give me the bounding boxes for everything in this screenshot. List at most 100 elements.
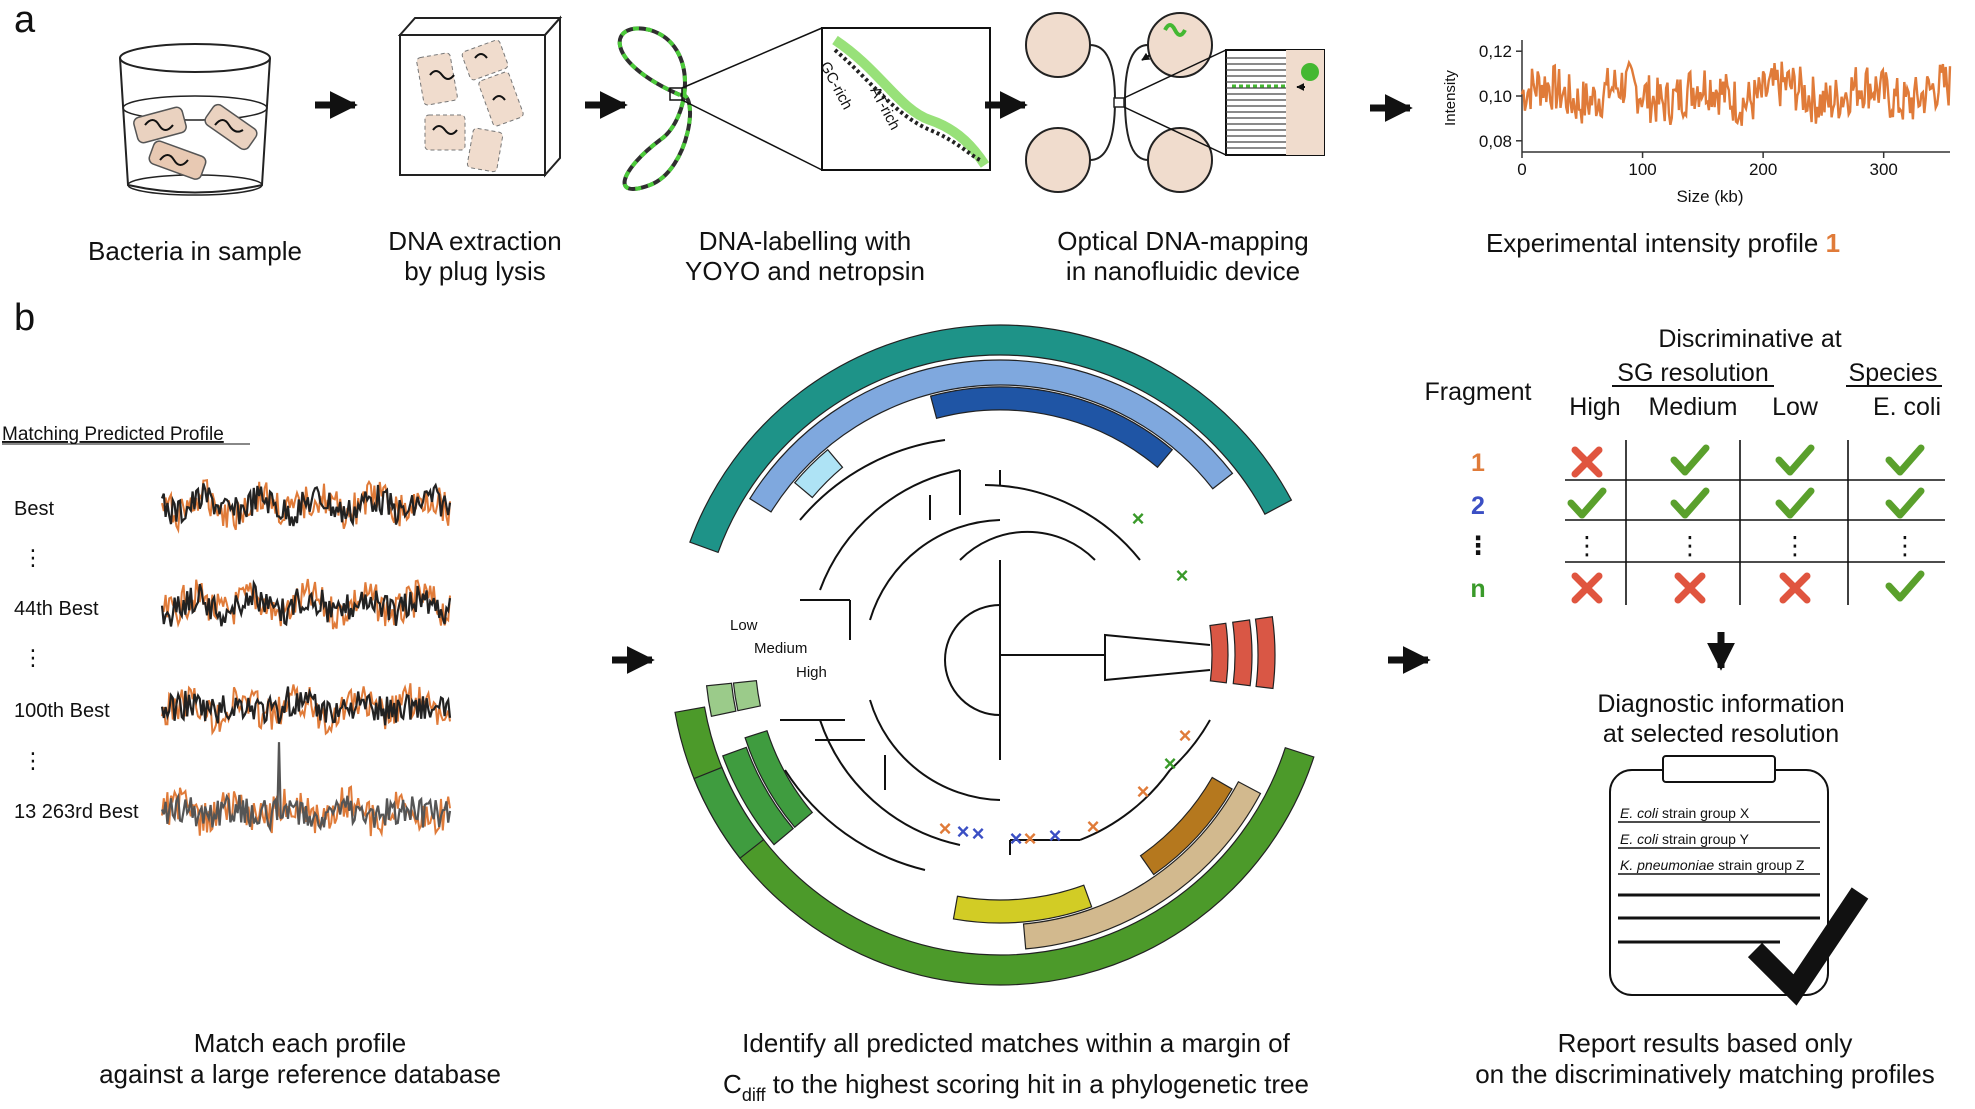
tree-caption-line2: Cdiff to the highest scoring hit in a ph… <box>723 1069 1309 1105</box>
matching-caption-line1: Match each profile <box>194 1028 406 1058</box>
ring-red-1 <box>1209 622 1229 684</box>
ring-red-2 <box>1232 619 1253 687</box>
ellipsis-3: ⋮ <box>22 748 44 773</box>
predicted-trace <box>160 579 452 627</box>
match-cross-icon: × <box>1137 779 1150 804</box>
report-line: E. coli strain group Y <box>1620 831 1750 847</box>
x-tick-label: 0 <box>1517 160 1526 179</box>
check-icon <box>1885 444 1925 476</box>
match-cross-icon: × <box>1179 723 1192 748</box>
ellipsis-cell: ⋮ <box>1575 532 1600 560</box>
report-caption-line1: Report results based only <box>1558 1028 1853 1058</box>
level-label-high: High <box>796 664 827 681</box>
match-cross-icon: × <box>1010 826 1023 851</box>
ring-teal <box>689 324 1293 554</box>
predicted-trace <box>160 482 452 528</box>
match-row-13263rd: 13 263rd Best <box>14 801 139 823</box>
beaker-illustration <box>119 43 271 196</box>
intensity-series-line <box>1520 59 1952 126</box>
ring-cyan <box>793 448 844 499</box>
discriminative-table: Discriminative at SG resolution Species … <box>1425 325 1945 605</box>
ellipsis-1: ⋮ <box>22 545 44 570</box>
match-cross-icon: × <box>939 816 952 841</box>
match-row-100th: 100th Best <box>14 700 110 722</box>
step-4-caption-line2: in nanofluidic device <box>1066 256 1300 286</box>
match-row-best: Best <box>14 498 54 520</box>
y-tick-label: 0,08 <box>1479 132 1512 151</box>
match-cross-icon: × <box>1132 506 1145 531</box>
step-2-caption-line2: by plug lysis <box>404 256 546 286</box>
matching-caption-line2: against a large reference database <box>99 1059 501 1089</box>
ring-red-3 <box>1254 616 1276 690</box>
c-diff-symbol: C <box>723 1069 742 1099</box>
x-axis-label: Size (kb) <box>1676 187 1743 206</box>
step-1-caption: Bacteria in sample <box>88 236 302 266</box>
check-icon <box>1670 487 1710 519</box>
match-cross-icon: × <box>1164 751 1177 776</box>
cross-icon <box>1571 572 1603 604</box>
panel-a-letter: a <box>14 0 36 41</box>
match-row-44th: 44th Best <box>14 598 99 620</box>
match-cross-icon: × <box>972 821 985 846</box>
header-sg-resolution: SG resolution <box>1617 359 1768 387</box>
tree-caption-line1: Identify all predicted matches within a … <box>742 1028 1290 1058</box>
ring-tan <box>1022 780 1262 950</box>
ring-light-blue <box>748 359 1234 513</box>
check-icon <box>1885 487 1925 519</box>
match-cross-icon: × <box>957 819 970 844</box>
ring-yellow <box>952 884 1093 924</box>
experimental-trace <box>161 785 451 838</box>
intensity-profile-chart: 0 100 200 300 0,08 0,10 0,12 Size (kb) Intensi… <box>1442 40 1952 206</box>
profile-caption: Experimental intensity profile 1 <box>1486 228 1840 258</box>
ring-dark-blue <box>929 386 1174 469</box>
ellipsis-cell: ⋮ <box>1893 532 1918 560</box>
predicted-trace <box>160 742 452 833</box>
fragment-row-label: 2 <box>1471 492 1485 520</box>
cube-illustration <box>397 15 563 178</box>
experimental-trace <box>161 479 451 534</box>
check-icon <box>1775 444 1815 476</box>
panel-a-arrows <box>315 91 1413 122</box>
phylogenetic-tree: ×××××××××××× Low Medium High <box>674 324 1315 986</box>
tree-caption-line2-rest: to the highest scoring hit in a phylogen… <box>766 1069 1309 1099</box>
step-4-caption-line1: Optical DNA-mapping <box>1057 226 1308 256</box>
ellipsis-cell: ⋮ <box>1783 532 1808 560</box>
match-cross-icon: × <box>1049 823 1062 848</box>
diagnostic-line2: at selected resolution <box>1603 720 1839 748</box>
check-icon <box>1775 487 1815 519</box>
report-checkmark-icon <box>1747 887 1869 1006</box>
fragment-label: Fragment <box>1425 378 1532 406</box>
match-cross-icon: × <box>1176 563 1189 588</box>
report-line: E. coli strain group X <box>1620 805 1750 821</box>
col-low: Low <box>1772 393 1819 421</box>
report-caption-line2: on the discriminatively matching profile… <box>1475 1059 1935 1089</box>
matching-traces <box>160 479 452 838</box>
experimental-trace <box>161 683 451 736</box>
header-discriminative: Discriminative at <box>1658 325 1841 353</box>
ring-lightgreen-1 <box>732 679 762 712</box>
clipboard-report: E. coli strain group X E. coli strain gro… <box>1609 755 1869 1006</box>
ellipsis-cell: ⋮ <box>1678 532 1703 560</box>
col-high: High <box>1569 393 1620 421</box>
nanofluidic-device-illustration <box>1025 12 1325 193</box>
y-tick-label: 0,10 <box>1479 87 1512 106</box>
cross-icon <box>1779 572 1811 604</box>
fragment-row-label: n <box>1470 575 1485 603</box>
ring-green-low <box>693 766 765 860</box>
profile-caption-text: Experimental intensity profile <box>1486 228 1818 258</box>
level-label-low: Low <box>730 617 758 634</box>
x-tick-label: 200 <box>1749 160 1777 179</box>
x-tick-label: 300 <box>1870 160 1898 179</box>
header-species: Species <box>1849 359 1938 387</box>
y-axis-label: Intensity <box>1442 70 1459 126</box>
c-diff-subscript: diff <box>742 1085 767 1105</box>
check-icon <box>1885 570 1925 602</box>
matching-title: Matching Predicted Profile <box>2 424 224 445</box>
x-tick-label: 100 <box>1628 160 1656 179</box>
match-cross-icon: × <box>1087 814 1100 839</box>
step-2-caption-line1: DNA extraction <box>388 226 561 256</box>
tree-branches <box>780 439 1211 871</box>
y-tick-label: 0,12 <box>1479 42 1512 61</box>
panel-b-letter: b <box>14 297 35 339</box>
profile-number: 1 <box>1826 228 1840 258</box>
